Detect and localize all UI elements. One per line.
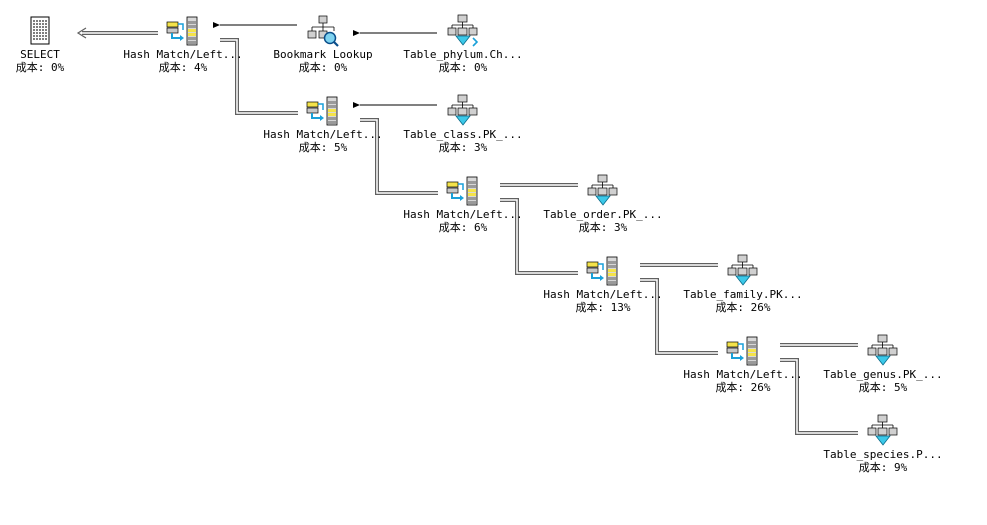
node-cost: 成本: 9% xyxy=(858,461,908,474)
node-cost: 成本: 26% xyxy=(715,381,771,394)
plan-node-class[interactable]: Table_class.PK_...成本: 3% xyxy=(393,94,533,158)
connector-hash4-hash3 xyxy=(500,198,578,275)
node-label: SELECT xyxy=(20,48,60,61)
node-cost: 成本: 3% xyxy=(578,221,628,234)
node-label: Hash Match/Left... xyxy=(683,368,803,381)
node-label: Table_phylum.Ch... xyxy=(403,48,523,61)
plan-node-phylum[interactable]: Table_phylum.Ch...成本: 0% xyxy=(393,14,533,78)
plan-node-order[interactable]: Table_order.PK_...成本: 3% xyxy=(533,174,673,238)
index-scan-icon xyxy=(446,94,480,128)
node-label: Hash Match/Left... xyxy=(263,128,383,141)
connector-species-hash5 xyxy=(780,358,858,435)
plan-node-family[interactable]: Table_family.PK...成本: 26% xyxy=(673,254,813,318)
node-label: Table_class.PK_... xyxy=(403,128,523,141)
hash-match-icon xyxy=(166,14,200,48)
connector-hash1-select xyxy=(76,27,158,39)
connector-hash2-hash1 xyxy=(220,38,298,115)
node-cost: 成本: 5% xyxy=(858,381,908,394)
node-cost: 成本: 26% xyxy=(715,301,771,314)
node-label: Hash Match/Left... xyxy=(123,48,243,61)
node-cost: 成本: 13% xyxy=(575,301,631,314)
connectors-thin xyxy=(213,22,437,108)
node-cost: 成本: 0% xyxy=(438,61,488,74)
connectors-thick xyxy=(76,27,858,435)
node-cost: 成本: 6% xyxy=(438,221,488,234)
node-label: Table_order.PK_... xyxy=(543,208,663,221)
connector-hash3-hash2 xyxy=(360,118,438,195)
node-cost: 成本: 0% xyxy=(15,61,65,74)
node-label: Table_species.P... xyxy=(823,448,943,461)
index-scan-icon xyxy=(726,254,760,288)
hash-match-icon xyxy=(446,174,480,208)
node-label: Hash Match/Left... xyxy=(543,288,663,301)
plan-node-hash1[interactable]: Hash Match/Left...成本: 4% xyxy=(113,14,253,78)
plan-node-hash5[interactable]: Hash Match/Left...成本: 26% xyxy=(673,334,813,398)
hash-match-icon xyxy=(306,94,340,128)
plan-node-hash4[interactable]: Hash Match/Left...成本: 13% xyxy=(533,254,673,318)
hash-match-icon xyxy=(726,334,760,368)
node-cost: 成本: 4% xyxy=(158,61,208,74)
index-scan-icon xyxy=(586,174,620,208)
node-label: Table_genus.PK_... xyxy=(823,368,943,381)
bookmark-lookup-icon xyxy=(306,14,340,48)
select-result-icon xyxy=(23,14,57,48)
node-cost: 成本: 5% xyxy=(298,141,348,154)
plan-node-species[interactable]: Table_species.P...成本: 9% xyxy=(813,414,953,478)
node-cost: 成本: 0% xyxy=(298,61,348,74)
node-label: Bookmark Lookup xyxy=(273,48,373,61)
plan-node-hash2[interactable]: Hash Match/Left...成本: 5% xyxy=(253,94,393,158)
index-scan-icon xyxy=(866,414,900,448)
plan-node-hash3[interactable]: Hash Match/Left...成本: 6% xyxy=(393,174,533,238)
plan-node-genus[interactable]: Table_genus.PK_...成本: 5% xyxy=(813,334,953,398)
connector-hash5-hash4 xyxy=(640,278,718,355)
index-scan-icon xyxy=(866,334,900,368)
node-label: Hash Match/Left... xyxy=(403,208,523,221)
hash-match-icon xyxy=(586,254,620,288)
index-seek-icon xyxy=(446,14,480,48)
node-label: Table_family.PK... xyxy=(683,288,803,301)
node-cost: 成本: 3% xyxy=(438,141,488,154)
